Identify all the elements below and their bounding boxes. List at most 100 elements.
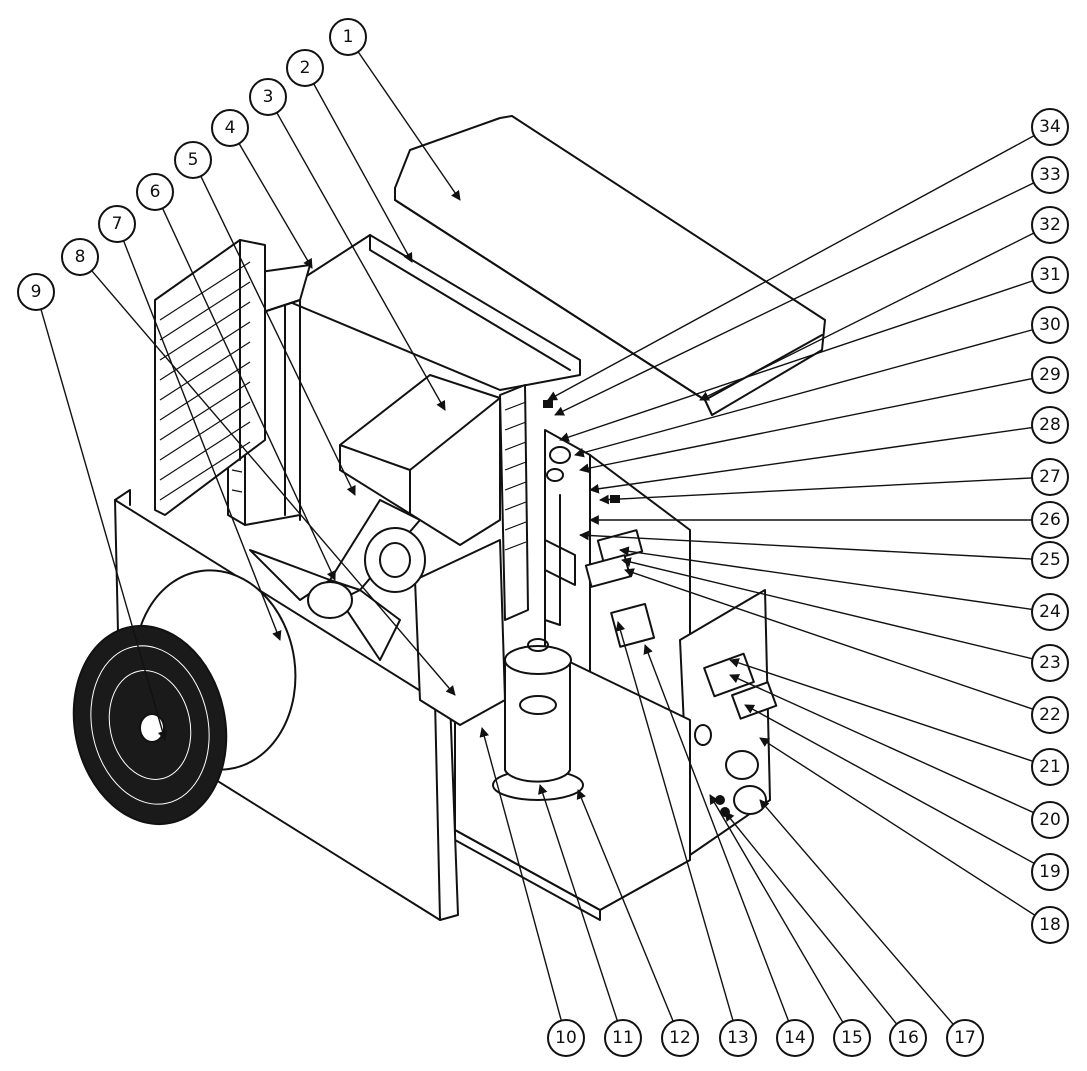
callout-circle-7	[98, 205, 136, 243]
leader-line-25	[579, 530, 1033, 560]
callout-number-32: 32	[1039, 215, 1061, 235]
callout-20: 20	[1031, 801, 1069, 839]
callout-number-30: 30	[1039, 315, 1061, 335]
callout-number-25: 25	[1039, 550, 1061, 570]
compressor	[492, 638, 584, 801]
callout-circle-33	[1031, 156, 1069, 194]
callout-circle-25	[1031, 541, 1069, 579]
side-grille	[154, 239, 266, 516]
callout-24: 24	[1031, 593, 1069, 631]
end-panel	[679, 589, 778, 856]
callout-number-22: 22	[1039, 705, 1061, 725]
callout-circle-20	[1031, 801, 1069, 839]
leader-line-18	[759, 737, 1036, 916]
callout-29: 29	[1031, 356, 1069, 394]
leader-line-12	[576, 789, 674, 1022]
callout-circle-29	[1031, 356, 1069, 394]
callout-circle-8	[61, 238, 99, 276]
callout-circle-10	[547, 1019, 585, 1057]
middle-panel	[414, 539, 506, 726]
callout-number-8: 8	[75, 247, 86, 267]
leader-line-2	[313, 83, 413, 263]
callout-number-27: 27	[1039, 467, 1061, 487]
callout-circle-1	[329, 18, 367, 56]
callout-13: 13	[719, 1019, 757, 1057]
callout-circle-18	[1031, 906, 1069, 944]
callout-22: 22	[1031, 696, 1069, 734]
callout-25: 25	[1031, 541, 1069, 579]
leader-line-5	[200, 175, 356, 496]
leader-line-3	[276, 112, 446, 411]
callout-circle-4	[211, 109, 249, 147]
leader-line-29	[579, 377, 1033, 474]
callout-number-13: 13	[727, 1028, 749, 1048]
leader-line-10	[479, 727, 562, 1021]
callout-circle-6	[136, 173, 174, 211]
callout-9: 9	[17, 273, 55, 311]
callout-14: 14	[776, 1019, 814, 1057]
callout-number-31: 31	[1039, 265, 1061, 285]
callout-circle-22	[1031, 696, 1069, 734]
callout-number-2: 2	[300, 58, 311, 78]
callout-7: 7	[98, 205, 136, 243]
callout-5: 5	[174, 141, 212, 179]
leader-line-1	[357, 51, 461, 201]
callout-31: 31	[1031, 256, 1069, 294]
leader-line-8	[91, 270, 456, 696]
callout-12: 12	[661, 1019, 699, 1057]
callout-circle-15	[833, 1019, 871, 1057]
callout-19: 19	[1031, 853, 1069, 891]
leader-line-24	[619, 546, 1033, 611]
leader-line-9	[40, 309, 168, 741]
leader-line-28	[589, 426, 1033, 494]
leader-line-7	[122, 240, 282, 641]
callout-30: 30	[1031, 306, 1069, 344]
callout-33: 33	[1031, 156, 1069, 194]
callout-34: 34	[1031, 108, 1069, 146]
leader-line-22	[624, 568, 1034, 710]
callout-23: 23	[1031, 644, 1069, 682]
leader-line-32	[699, 232, 1035, 401]
fan-blade	[249, 499, 426, 661]
callout-number-18: 18	[1039, 915, 1061, 935]
leader-line-17	[759, 799, 954, 1025]
callout-circle-12	[661, 1019, 699, 1057]
leader-line-11	[538, 784, 619, 1022]
callout-2: 2	[286, 49, 324, 87]
leader-line-19	[744, 704, 1035, 864]
callout-number-10: 10	[555, 1028, 577, 1048]
callout-circle-2	[286, 49, 324, 87]
leader-line-6	[161, 208, 336, 581]
callout-27: 27	[1031, 458, 1069, 496]
callout-circle-11	[604, 1019, 642, 1057]
callout-circle-17	[946, 1019, 984, 1057]
callout-number-7: 7	[112, 214, 123, 234]
leader-line-16	[724, 811, 898, 1025]
callout-number-14: 14	[784, 1028, 806, 1048]
fan-guard	[72, 624, 228, 826]
callout-number-5: 5	[188, 150, 199, 170]
callout-18: 18	[1031, 906, 1069, 944]
callout-number-29: 29	[1039, 365, 1061, 385]
callout-21: 21	[1031, 748, 1069, 786]
callout-number-26: 26	[1039, 510, 1061, 530]
callout-number-33: 33	[1039, 165, 1061, 185]
callout-circle-32	[1031, 206, 1069, 244]
callout-11: 11	[604, 1019, 642, 1057]
callout-circle-24	[1031, 593, 1069, 631]
callout-number-6: 6	[150, 182, 161, 202]
callout-4: 4	[211, 109, 249, 147]
leader-line-14	[643, 644, 790, 1022]
leader-line-13	[615, 621, 734, 1021]
leader-line-23	[621, 557, 1033, 660]
callout-number-20: 20	[1039, 810, 1061, 830]
callout-number-34: 34	[1039, 117, 1061, 137]
callout-8: 8	[61, 238, 99, 276]
callout-number-3: 3	[263, 87, 274, 107]
callout-number-21: 21	[1039, 757, 1061, 777]
callout-number-17: 17	[954, 1028, 976, 1048]
callout-number-15: 15	[841, 1028, 863, 1048]
callout-number-11: 11	[612, 1028, 634, 1048]
callout-number-19: 19	[1039, 862, 1061, 882]
